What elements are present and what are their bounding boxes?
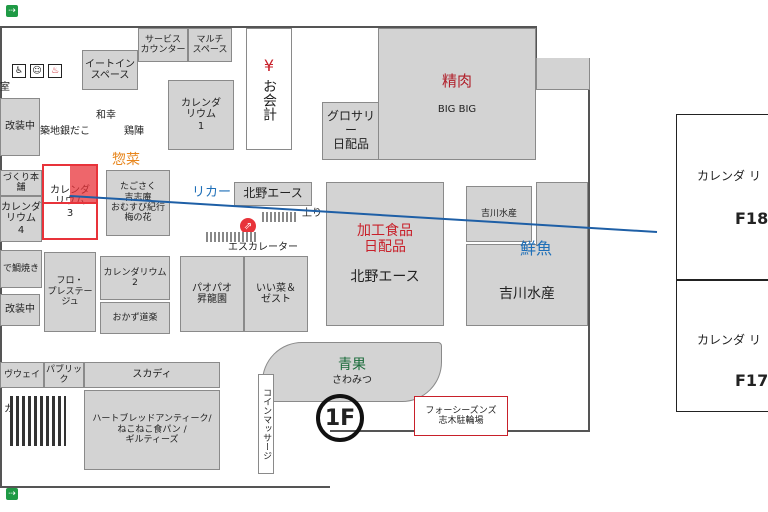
checkout-area[interactable]: ¥ お会計 bbox=[246, 28, 292, 150]
escalator-label: エスカレーター bbox=[228, 242, 298, 253]
yen-icon: ¥ bbox=[263, 55, 275, 75]
legend-1-code: F18 bbox=[735, 209, 768, 228]
legend-2-text: カレンダ リ bbox=[697, 333, 761, 347]
store-seika[interactable]: 青果 さわみつ bbox=[262, 342, 442, 402]
store-kitano-ace[interactable]: 加工食品 日配品 北野エース bbox=[326, 182, 444, 326]
wc-icon: ♨ bbox=[48, 64, 62, 78]
legend-box-2: カレンダ リ F17 bbox=[676, 280, 768, 412]
checkout-label: お会計 bbox=[261, 79, 278, 122]
outer-wall-right-lower bbox=[588, 90, 590, 430]
store-okazu[interactable]: おかず道楽 bbox=[100, 302, 170, 334]
store-calendarium-1[interactable]: カレンダ リウム 1 bbox=[168, 80, 234, 150]
store-kitano-ace-top[interactable]: 北野エース bbox=[234, 182, 312, 206]
wako-label: 和幸 bbox=[96, 110, 116, 121]
store-seiniku[interactable]: 精肉 BIG BIG bbox=[378, 28, 536, 160]
big-big-label: BIG BIG bbox=[437, 103, 477, 115]
store-kaizou-2[interactable]: 改装中 bbox=[0, 294, 40, 326]
escalator-steps-up bbox=[262, 212, 298, 222]
store-scandi[interactable]: スカディ bbox=[84, 362, 220, 388]
calendarium-3-highlight bbox=[70, 166, 96, 202]
legend-box-1: カレンダ リ F18 bbox=[676, 114, 768, 280]
store-iina[interactable]: いい菜＆ ゼスト bbox=[244, 256, 308, 332]
liquor-label: リカー bbox=[192, 185, 232, 200]
store-calendarium-4[interactable]: カレンダ リウム 4 bbox=[0, 196, 42, 242]
tsuruhei-label: 鶏陣 bbox=[124, 126, 144, 137]
tsukiji-label: 築地銀だこ bbox=[40, 126, 90, 137]
emergency-exit-icon: ⇢ bbox=[6, 488, 18, 500]
calendarium-3-divider bbox=[42, 202, 98, 204]
store-coin-massage[interactable]: コインマッサージ bbox=[258, 374, 274, 474]
store-calendarium-2[interactable]: カレンダリウム 2 bbox=[100, 256, 170, 300]
sengyo-heading: 鮮魚 bbox=[520, 239, 553, 258]
store-wayway[interactable]: ヴウェイ bbox=[0, 362, 44, 388]
yoshikawa-label: 吉川水産 bbox=[499, 285, 555, 302]
store-pao[interactable]: パオパオ 昇龍園 bbox=[180, 256, 244, 332]
floor-badge: 1F bbox=[316, 394, 364, 442]
store-honba[interactable]: づくり本舗 bbox=[0, 170, 42, 196]
seika-heading: 青果 bbox=[338, 357, 366, 374]
parking-stripes bbox=[10, 396, 66, 446]
escalator-up-label: 上り bbox=[302, 208, 322, 219]
outer-wall-bottom bbox=[0, 486, 330, 488]
legend-2-code: F17 bbox=[735, 371, 768, 390]
store-kakiage[interactable]: で鯛焼き bbox=[0, 250, 42, 288]
store-four-seasons[interactable]: フォーシーズンズ 志木駐輪場 bbox=[414, 396, 508, 436]
legend-1-text: カレンダ リ bbox=[697, 169, 761, 183]
baby-icon: ☺ bbox=[30, 64, 44, 78]
store-hartbread[interactable]: ハートブレッドアンティーク/ ねこねこ食パン / ギルティーズ bbox=[84, 390, 220, 470]
outer-wall-right bbox=[535, 26, 537, 58]
store-grocery[interactable]: グロサリー 日配品 bbox=[322, 102, 380, 160]
store-flo[interactable]: フロ・ プレステージュ bbox=[44, 252, 96, 332]
store-eat-in[interactable]: イートイン スペース bbox=[82, 50, 138, 90]
escalator-steps-down bbox=[206, 232, 256, 242]
meat-counter-block bbox=[536, 58, 590, 90]
restroom-label: 室 bbox=[0, 82, 10, 93]
seiniku-heading: 精肉 bbox=[441, 71, 472, 90]
wheelchair-icon: ♿ bbox=[12, 64, 26, 78]
store-kaizou[interactable]: 改装中 bbox=[0, 98, 40, 156]
emergency-exit-icon: ⇢ bbox=[6, 5, 18, 17]
fish-block-right bbox=[536, 182, 588, 246]
store-yoshikawa[interactable]: 吉川水産 bbox=[466, 244, 588, 326]
store-service-counter[interactable]: サービス カウンター bbox=[138, 28, 188, 62]
kakou-heading: 加工食品 日配品 bbox=[357, 222, 413, 255]
store-tasaku[interactable]: たごさく 吉志庵 おむすび紀行 梅の花 bbox=[106, 170, 170, 236]
sawamitsu-label: さわみつ bbox=[332, 375, 372, 387]
outer-wall-top bbox=[0, 26, 536, 28]
sozai-heading: 惣菜 bbox=[112, 152, 140, 168]
store-public[interactable]: パブリック bbox=[44, 362, 84, 388]
store-yoshikawa-small[interactable]: 吉川水産 bbox=[466, 186, 532, 242]
floor-label: 1F bbox=[324, 405, 356, 431]
store-multi-space[interactable]: マルチ スペース bbox=[188, 28, 232, 62]
kitano-ace-label: 北野エース bbox=[350, 269, 420, 286]
